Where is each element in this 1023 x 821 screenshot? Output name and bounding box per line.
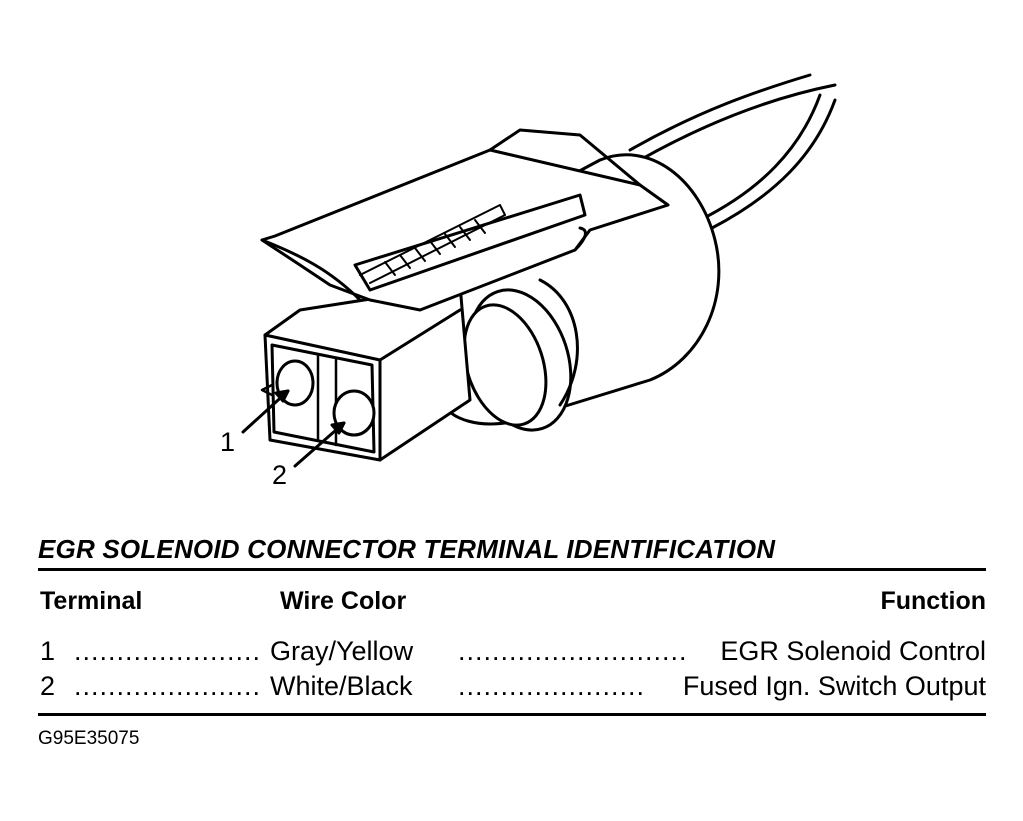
terminal-number: 2: [40, 671, 56, 701]
terminal-number: 1: [40, 636, 56, 666]
header-wire-color: Wire Color: [280, 587, 407, 615]
dot-leader: ...........................: [458, 636, 688, 666]
header-function: Function: [880, 587, 986, 615]
table-row: 1 ...................... Gray/Yellow ...…: [0, 636, 1023, 668]
terminal-function: EGR Solenoid Control: [720, 636, 986, 666]
figure-id: G95E35075: [38, 728, 140, 749]
dot-leader: ......................: [458, 671, 646, 701]
divider-top: [38, 568, 986, 571]
wire-lower: [638, 83, 837, 162]
dot-leader: ......................: [74, 636, 262, 666]
dot-leader: ......................: [74, 671, 262, 701]
wire-color: Gray/Yellow: [270, 636, 414, 666]
table-row: 2 ...................... White/Black ...…: [0, 671, 1023, 703]
wire-upper: [628, 73, 812, 152]
wire-curve: [698, 93, 822, 222]
wire-color: White/Black: [270, 671, 413, 701]
terminal-function: Fused Ign. Switch Output: [682, 671, 986, 701]
header-terminal: Terminal: [40, 587, 143, 615]
divider-bottom: [38, 713, 986, 716]
table-title: EGR SOLENOID CONNECTOR TERMINAL IDENTIFI…: [38, 534, 776, 564]
callout-label-1: 1: [220, 427, 236, 457]
callout-label-2: 2: [272, 460, 288, 490]
egr-solenoid-connector-illustration: [241, 73, 837, 468]
